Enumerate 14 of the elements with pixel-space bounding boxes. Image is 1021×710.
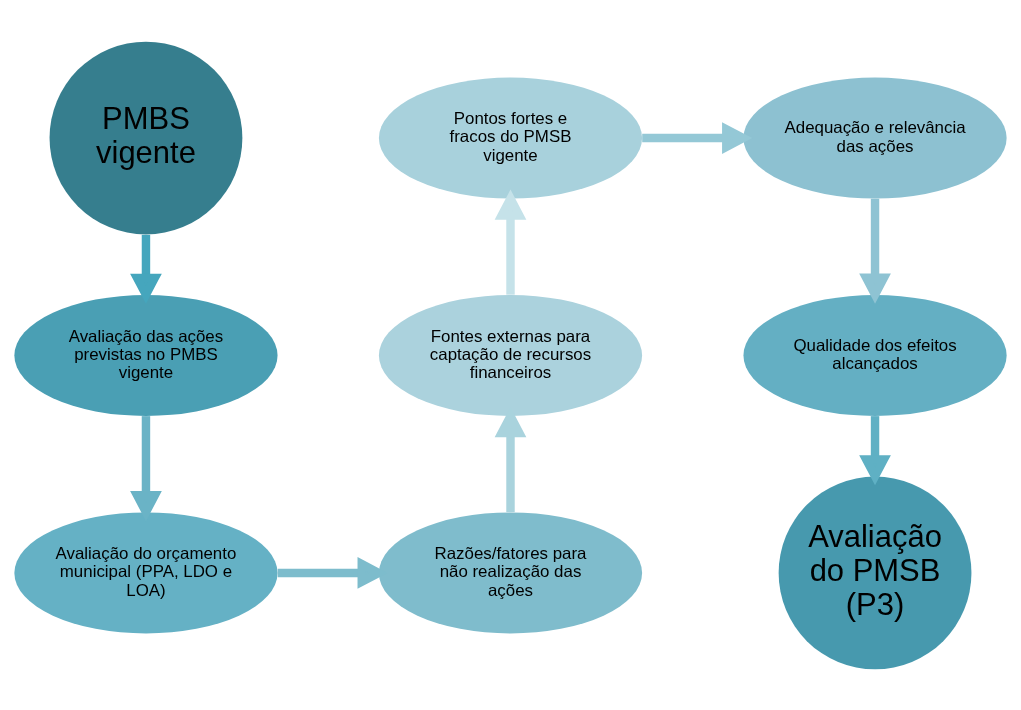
node-ellipse: Fontes externas para captação de recursos financeiros xyxy=(378,294,643,416)
arrow xyxy=(642,121,753,154)
node-circle: PMBS vigente xyxy=(49,41,243,234)
node-ellipse: Adequação e relevância das ações xyxy=(743,77,1007,199)
arrow xyxy=(859,415,891,485)
node-ellipse: Qualidade dos efeitos alcançados xyxy=(743,294,1007,416)
arrow xyxy=(859,198,891,304)
node-circle: Avaliação do PMSB (P3) xyxy=(778,476,972,669)
node-ellipse: Pontos fortes e fracos do PMSB vigente xyxy=(378,77,643,199)
node-ellipse: Razões/fatores para não realização das ações xyxy=(378,511,643,633)
node-ellipse: Avaliação das ações previstas no PMBS vigente xyxy=(14,294,278,416)
arrow xyxy=(494,189,527,295)
node-ellipse: Avaliação do orçamento municipal (PPA, LDO e LOA) xyxy=(14,511,278,633)
arrow xyxy=(130,234,162,304)
